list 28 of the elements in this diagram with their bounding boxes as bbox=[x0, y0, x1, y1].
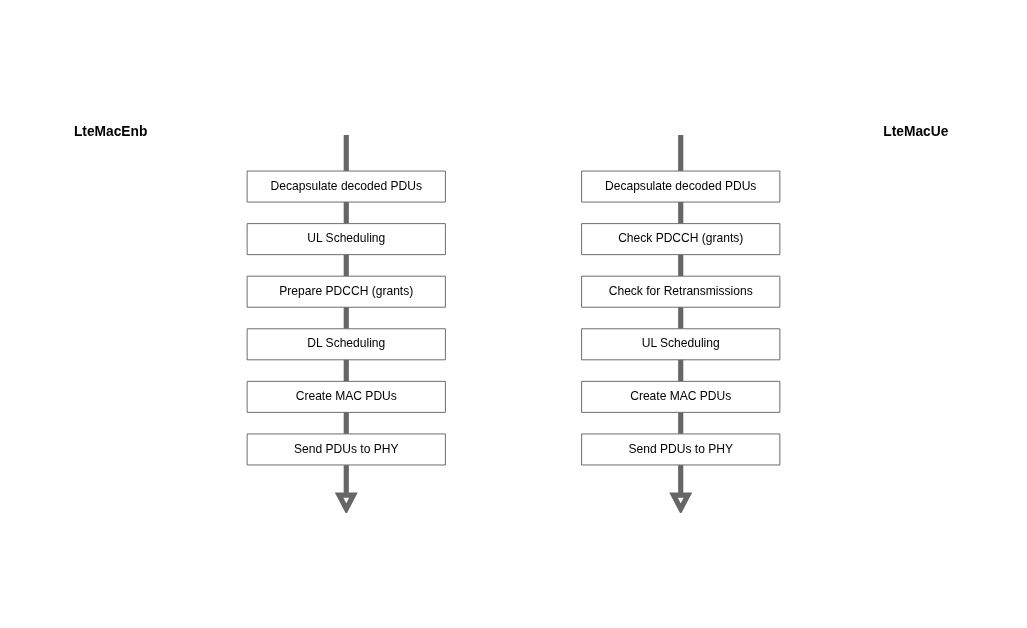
node-box: Create MAC PDUs bbox=[246, 380, 446, 413]
label: LteMacUe bbox=[883, 124, 949, 140]
node-box: DL Scheduling bbox=[246, 328, 446, 361]
node-box: Decapsulate decoded PDUs bbox=[581, 170, 781, 203]
node-box: Check for Retransmissions bbox=[581, 275, 781, 308]
node-box: Check PDCCH (grants) bbox=[581, 223, 781, 256]
connector bbox=[678, 359, 684, 382]
node-box: Create MAC PDUs bbox=[581, 380, 781, 413]
connector bbox=[343, 412, 349, 434]
connector bbox=[343, 359, 349, 382]
connector bbox=[343, 254, 349, 276]
label: LteMacEnb bbox=[73, 124, 148, 140]
connector bbox=[343, 134, 349, 171]
node-box: UL Scheduling bbox=[246, 223, 446, 256]
connector bbox=[678, 134, 684, 171]
node-box: UL Scheduling bbox=[581, 328, 781, 361]
connector bbox=[678, 412, 684, 434]
node-box: Send PDUs to PHY bbox=[246, 433, 446, 466]
node-box: Send PDUs to PHY bbox=[581, 433, 781, 466]
connector bbox=[678, 202, 684, 224]
arrow bbox=[669, 465, 693, 513]
node-box: Decapsulate decoded PDUs bbox=[246, 170, 446, 203]
connector bbox=[343, 202, 349, 224]
connector bbox=[678, 307, 684, 329]
connector bbox=[678, 254, 684, 276]
arrow bbox=[334, 465, 358, 513]
node-box: Prepare PDCCH (grants) bbox=[246, 275, 446, 308]
connector bbox=[343, 307, 349, 329]
